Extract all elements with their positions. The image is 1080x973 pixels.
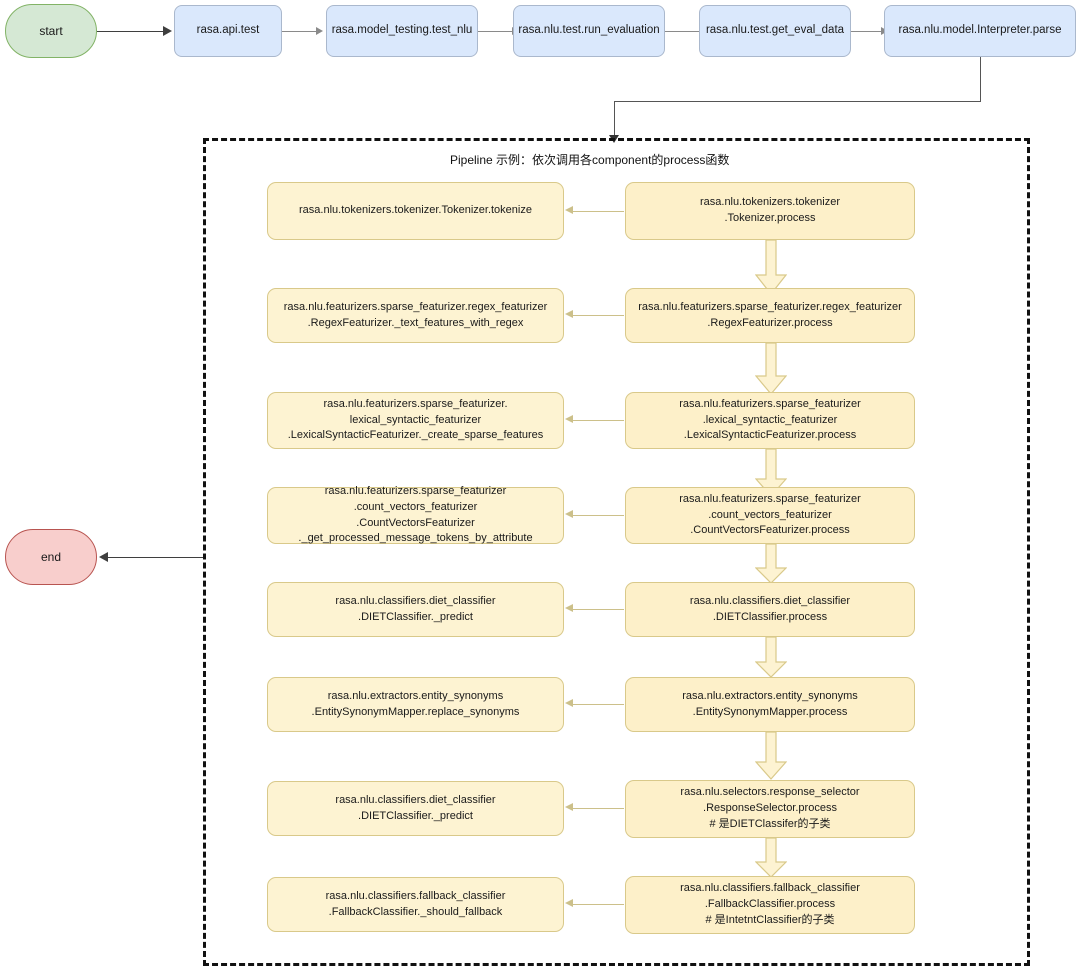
connector-container-to-end [107,557,204,558]
start-node-label: start [39,24,63,38]
pipeline-container [203,138,1030,966]
connector-2 [478,31,514,32]
pipeline-process-box-8[interactable]: rasa.nlu.classifiers.fallback_classifier… [625,876,915,934]
pipeline-row-arrowhead-4 [565,510,573,518]
pipeline-detail-box-7[interactable]: rasa.nlu.classifiers.diet_classifier .DI… [267,781,564,836]
node-rasa-nlu-model-interpreter-parse[interactable]: rasa.nlu.model.Interpreter.parse [884,5,1076,57]
pipeline-block-arrow-5 [755,637,787,678]
pipeline-row-arrowhead-7 [565,803,573,811]
pipeline-title: Pipeline 示例：依次调用各component的process函数 [450,153,730,167]
pipeline-process-label: rasa.nlu.extractors.entity_synonyms .Ent… [682,689,858,718]
start-node[interactable]: start [5,4,97,58]
pipeline-row-arrow-2 [572,315,624,316]
pipeline-process-label: rasa.nlu.selectors.response_selector .Re… [680,786,860,830]
pipeline-block-arrow-2 [755,343,787,395]
pipeline-block-arrow-4 [755,544,787,584]
pipeline-row-arrow-6 [572,704,624,705]
node-label: rasa.nlu.model.Interpreter.parse [898,24,1062,37]
connector-parse-into-container [614,101,615,138]
pipeline-row-arrow-3 [572,420,624,421]
pipeline-detail-box-2[interactable]: rasa.nlu.featurizers.sparse_featurizer.r… [267,288,564,343]
pipeline-detail-label: rasa.nlu.classifiers.fallback_classifier… [325,889,506,918]
node-label: rasa.api.test [196,24,260,37]
pipeline-detail-label: rasa.nlu.tokenizers.tokenizer.Tokenizer.… [299,204,532,217]
node-rasa-nlu-test-run-evaluation[interactable]: rasa.nlu.test.run_evaluation [513,5,665,57]
pipeline-row-arrowhead-8 [565,899,573,907]
pipeline-process-label: rasa.nlu.featurizers.sparse_featurizer.r… [638,300,902,329]
pipeline-process-label: rasa.nlu.featurizers.sparse_featurizer .… [679,492,861,537]
pipeline-block-arrow-1 [755,240,787,295]
pipeline-row-arrow-7 [572,808,624,809]
pipeline-process-box-7[interactable]: rasa.nlu.selectors.response_selector .Re… [625,780,915,838]
pipeline-row-arrow-4 [572,515,624,516]
node-label: rasa.model_testing.test_nlu [331,24,473,37]
pipeline-row-arrowhead-3 [565,415,573,423]
connector-parse-down [980,57,981,102]
arrowhead-start-to-api-test [163,26,172,36]
end-node[interactable]: end [5,529,97,585]
connector-3 [665,31,701,32]
pipeline-process-label: rasa.nlu.tokenizers.tokenizer .Tokenizer… [699,196,840,224]
pipeline-row-arrow-1 [572,211,624,212]
pipeline-process-box-4[interactable]: rasa.nlu.featurizers.sparse_featurizer .… [625,487,915,544]
pipeline-detail-box-1[interactable]: rasa.nlu.tokenizers.tokenizer.Tokenizer.… [267,182,564,240]
pipeline-detail-box-6[interactable]: rasa.nlu.extractors.entity_synonyms .Ent… [267,677,564,732]
pipeline-detail-label: rasa.nlu.extractors.entity_synonyms .Ent… [311,689,520,718]
node-label: rasa.nlu.test.get_eval_data [705,24,845,37]
pipeline-detail-label: rasa.nlu.featurizers.sparse_featurizer .… [298,484,533,545]
pipeline-detail-label: rasa.nlu.featurizers.sparse_featurizer.r… [283,300,548,329]
pipeline-row-arrow-8 [572,904,624,905]
pipeline-detail-label: rasa.nlu.classifiers.diet_classifier .DI… [335,594,496,623]
connector-1 [282,31,318,32]
connector-4 [851,31,884,32]
arrowhead-container-to-end [99,552,108,562]
pipeline-process-label: rasa.nlu.classifiers.fallback_classifier… [680,882,860,926]
pipeline-process-box-1[interactable]: rasa.nlu.tokenizers.tokenizer .Tokenizer… [625,182,915,240]
pipeline-process-label: rasa.nlu.featurizers.sparse_featurizer .… [679,397,861,442]
pipeline-process-label: rasa.nlu.classifiers.diet_classifier .DI… [689,594,851,623]
pipeline-detail-box-5[interactable]: rasa.nlu.classifiers.diet_classifier .DI… [267,582,564,637]
pipeline-row-arrowhead-5 [565,604,573,612]
pipeline-block-arrow-6 [755,732,787,780]
pipeline-process-box-2[interactable]: rasa.nlu.featurizers.sparse_featurizer.r… [625,288,915,343]
pipeline-process-box-6[interactable]: rasa.nlu.extractors.entity_synonyms .Ent… [625,677,915,732]
pipeline-detail-box-4[interactable]: rasa.nlu.featurizers.sparse_featurizer .… [267,485,564,544]
node-label: rasa.nlu.test.run_evaluation [518,24,660,37]
end-node-label: end [40,550,62,564]
pipeline-block-arrow-7 [755,838,787,878]
pipeline-row-arrowhead-1 [565,206,573,214]
pipeline-detail-box-3[interactable]: rasa.nlu.featurizers.sparse_featurizer. … [267,392,564,449]
pipeline-row-arrowhead-6 [565,699,573,707]
pipeline-process-box-5[interactable]: rasa.nlu.classifiers.diet_classifier .DI… [625,582,915,637]
pipeline-detail-label: rasa.nlu.classifiers.diet_classifier .DI… [335,793,496,822]
connector-parse-left [614,101,981,102]
pipeline-row-arrowhead-2 [565,310,573,318]
connector-start-to-api-test [97,31,165,32]
arrowhead-1 [316,27,323,35]
pipeline-detail-box-8[interactable]: rasa.nlu.classifiers.fallback_classifier… [267,877,564,932]
node-rasa-nlu-test-get-eval-data[interactable]: rasa.nlu.test.get_eval_data [699,5,851,57]
node-rasa-model-testing-test-nlu[interactable]: rasa.model_testing.test_nlu [326,5,478,57]
pipeline-process-box-3[interactable]: rasa.nlu.featurizers.sparse_featurizer .… [625,392,915,449]
pipeline-detail-label: rasa.nlu.featurizers.sparse_featurizer. … [287,397,544,442]
node-rasa-api-test[interactable]: rasa.api.test [174,5,282,57]
pipeline-row-arrow-5 [572,609,624,610]
